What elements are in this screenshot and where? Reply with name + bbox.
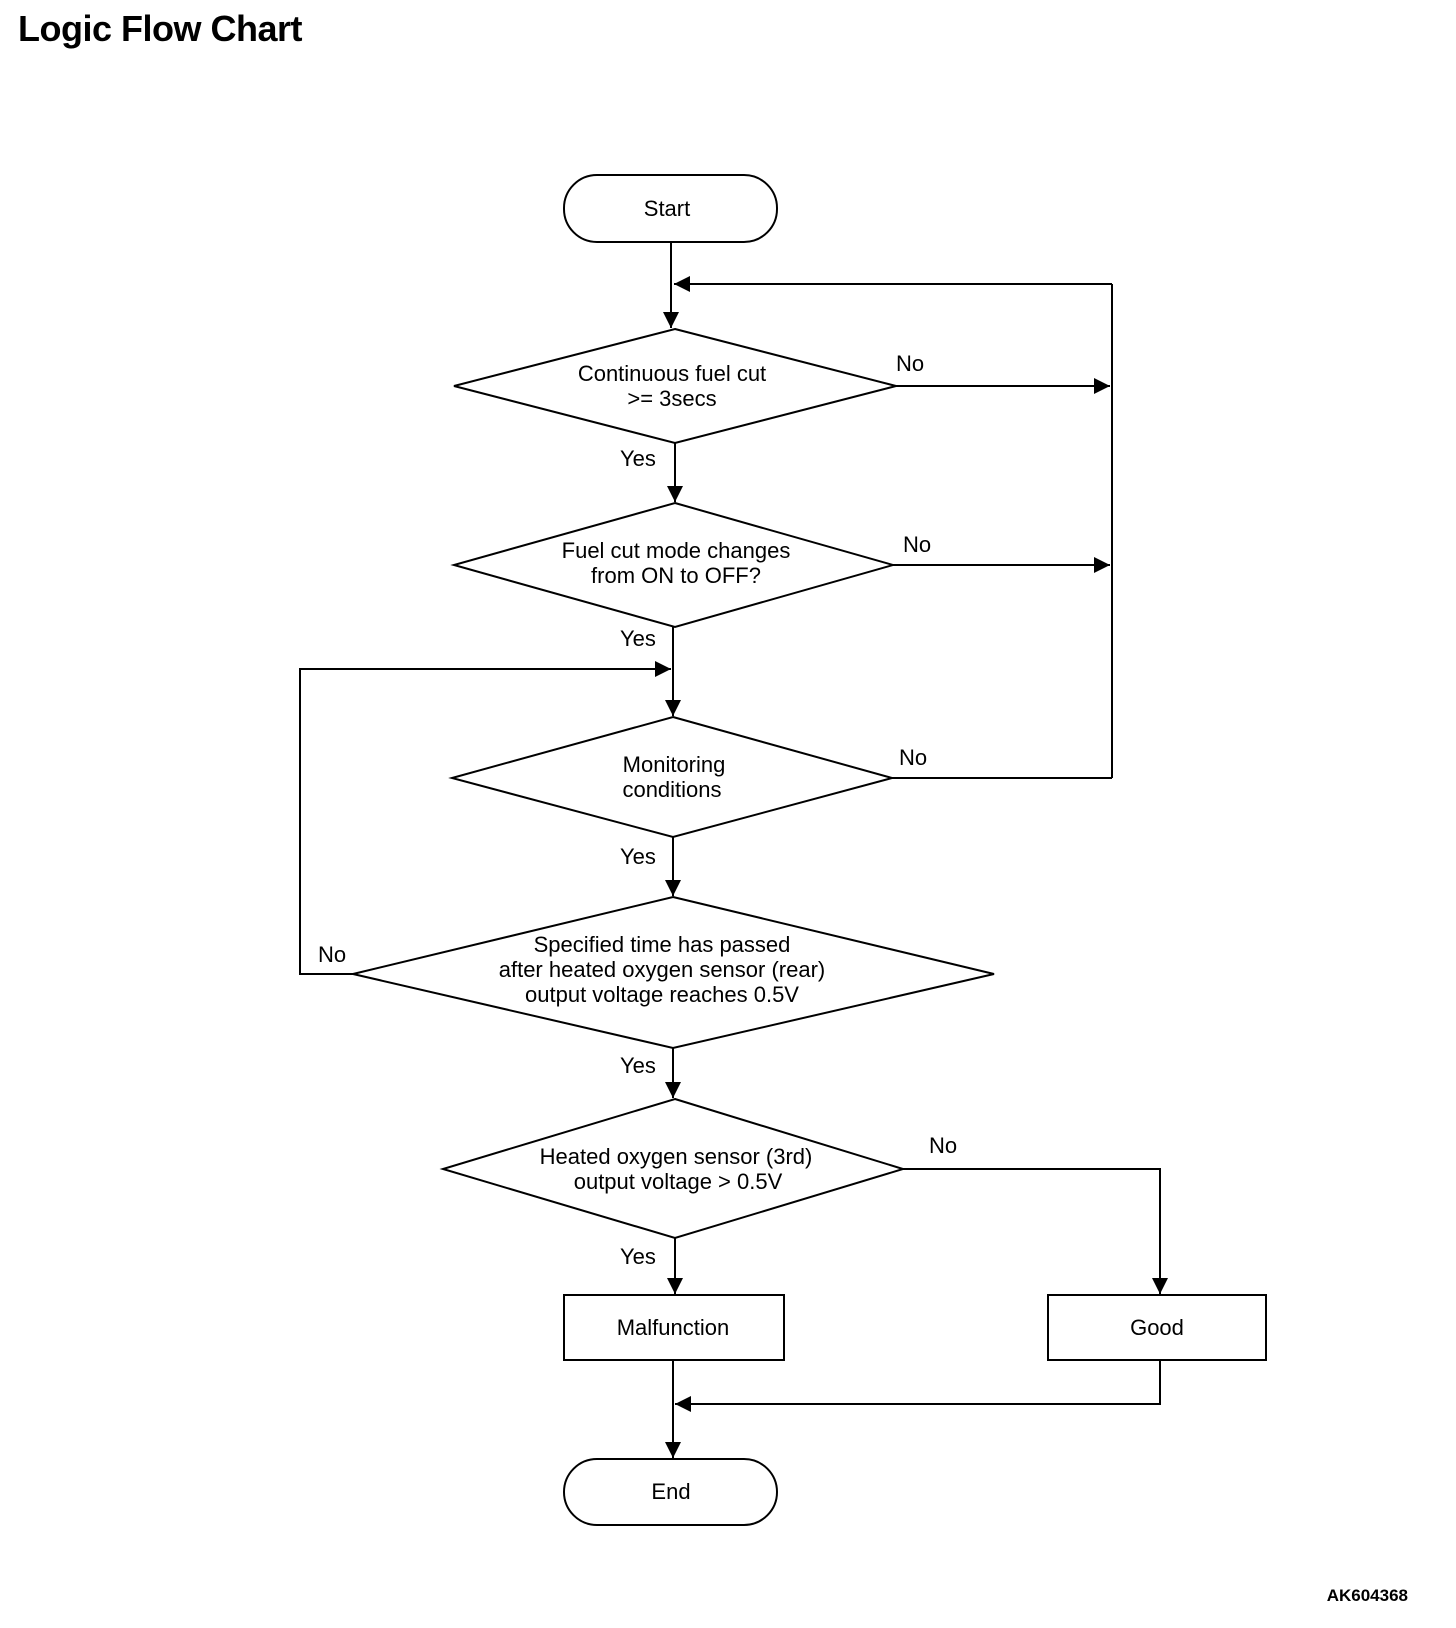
decision2-no-label: No <box>903 532 931 557</box>
decision1-line1: Continuous fuel cut <box>578 361 766 386</box>
page-title: Logic Flow Chart <box>18 8 303 49</box>
decision-continuous-fuel-cut: Continuous fuel cut >= 3secs <box>453 327 897 445</box>
malfunction-node: Malfunction <box>563 1294 785 1361</box>
decision1-line2: >= 3secs <box>627 386 716 411</box>
start-label: Start <box>644 196 690 221</box>
end-node: End <box>563 1458 778 1526</box>
end-terminator <box>563 1458 778 1526</box>
decision2-yes-label: Yes <box>620 626 656 651</box>
decision1-diamond <box>453 327 897 445</box>
decision-monitoring-conditions: Monitoring conditions <box>448 715 896 839</box>
decision2-line2: from ON to OFF? <box>591 563 761 588</box>
decision1-no-label: No <box>896 351 924 376</box>
branch-labels: No Yes No Yes No Yes No Yes No Yes <box>318 351 957 1269</box>
decision3-line1: Monitoring <box>623 752 726 777</box>
figure-id: AK604368 <box>1326 1586 1408 1605</box>
connectors <box>299 242 1168 1458</box>
decision2-line1: Fuel cut mode changes <box>562 538 791 563</box>
decision4-yes-label: Yes <box>620 1053 656 1078</box>
decision4-diamond <box>352 895 995 1050</box>
decision3-no-label: No <box>899 745 927 770</box>
decision-fuel-cut-mode: Fuel cut mode changes from ON to OFF? <box>450 501 897 629</box>
decision4-no-label: No <box>318 942 346 967</box>
connector-decision4-no-loop <box>299 661 671 975</box>
decision3-diamond <box>448 715 896 839</box>
decision5-yes-label: Yes <box>620 1244 656 1269</box>
decision5-no-label: No <box>929 1133 957 1158</box>
start-terminator <box>563 174 778 243</box>
decision5-line1: Heated oxygen sensor (3rd) <box>540 1144 813 1169</box>
decision-heated-oxygen-sensor: Heated oxygen sensor (3rd) output voltag… <box>439 1097 907 1240</box>
decision3-yes-label: Yes <box>620 844 656 869</box>
decision-specified-time: Specified time has passed after heated o… <box>352 895 995 1050</box>
good-label: Good <box>1130 1315 1184 1340</box>
good-node: Good <box>1047 1294 1267 1361</box>
decision2-diamond <box>450 501 897 629</box>
end-label: End <box>651 1479 690 1504</box>
decision3-line2: conditions <box>622 777 721 802</box>
decision4-line3: output voltage reaches 0.5V <box>525 982 799 1007</box>
malfunction-box <box>563 1294 785 1361</box>
decision4-line2: after heated oxygen sensor (rear) <box>499 957 826 982</box>
connector-good-to-end <box>675 1360 1161 1412</box>
malfunction-label: Malfunction <box>617 1315 730 1340</box>
connector-decision5-no <box>903 1168 1168 1294</box>
decision1-yes-label: Yes <box>620 446 656 471</box>
good-box <box>1047 1294 1267 1361</box>
decision4-line1: Specified time has passed <box>534 932 791 957</box>
decision5-diamond <box>439 1097 907 1240</box>
decision5-line2: output voltage > 0.5V <box>574 1169 783 1194</box>
start-node: Start <box>563 174 778 243</box>
